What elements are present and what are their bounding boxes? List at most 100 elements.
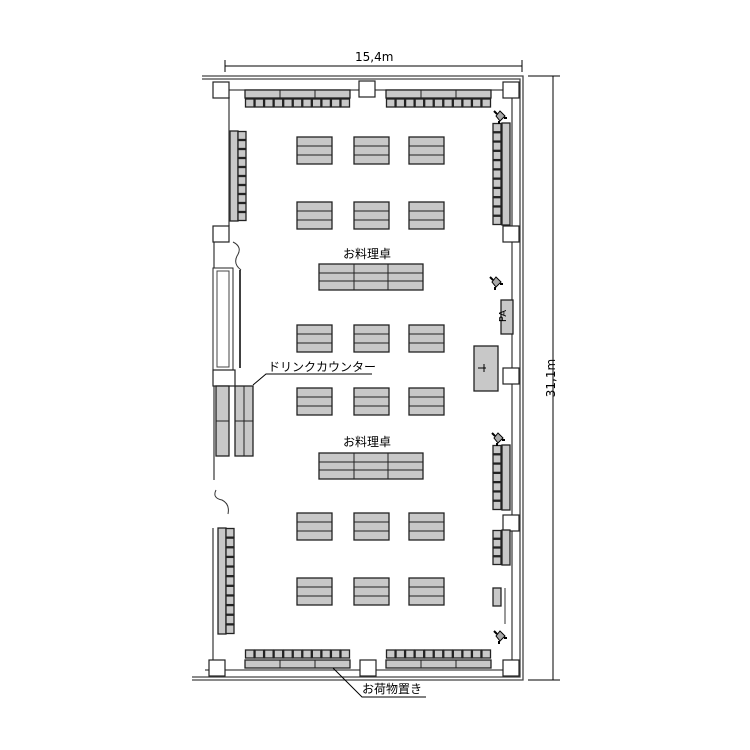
drink-counter-label: ドリンクカウンター: [268, 360, 377, 374]
chair: [492, 215, 502, 226]
chair: [443, 98, 453, 108]
chair: [263, 649, 274, 659]
chair: [330, 98, 341, 108]
chair: [404, 98, 415, 108]
guest-table: [353, 512, 390, 541]
chair: [492, 556, 502, 566]
chair: [492, 547, 502, 557]
chair: [492, 454, 502, 464]
chair: [492, 538, 502, 548]
chair: [225, 547, 235, 558]
drink-counter-leader: [252, 373, 372, 386]
guest-table: [408, 512, 445, 541]
chair: [311, 98, 322, 108]
pa-box: [500, 299, 514, 335]
chair: [225, 624, 235, 635]
width-dimension-line: [224, 60, 523, 72]
food-table-2-label: お料理卓: [343, 435, 392, 449]
chair: [225, 556, 235, 567]
columns: [208, 80, 520, 677]
luggage-label: お荷物置き: [362, 682, 423, 696]
chair: [237, 148, 247, 159]
guest-table: [296, 136, 333, 165]
bench: [492, 444, 511, 511]
chair: [283, 649, 293, 659]
chair: [273, 98, 284, 108]
chair: [237, 157, 247, 168]
guest-table: [408, 387, 445, 416]
chair: [321, 98, 332, 108]
guest-table: [296, 512, 333, 541]
chair: [237, 139, 247, 150]
chair: [492, 187, 502, 198]
chair: [492, 491, 502, 501]
chair: [237, 193, 247, 204]
chair: [414, 649, 425, 659]
column: [212, 225, 230, 243]
chair: [273, 649, 284, 659]
chair: [492, 463, 502, 474]
column: [502, 659, 520, 677]
chair: [404, 649, 415, 659]
column: [358, 80, 376, 98]
chair: [462, 649, 473, 659]
chair: [283, 98, 293, 108]
chair: [254, 98, 265, 108]
chair: [492, 132, 502, 142]
chair: [302, 649, 312, 659]
guest-table: [296, 201, 333, 230]
guest-table: [353, 324, 390, 353]
width-dimension-label: 15,4m: [355, 50, 394, 64]
chair: [492, 150, 502, 161]
chair: [492, 141, 502, 151]
chair: [237, 211, 247, 222]
podium: [473, 345, 499, 392]
chair: [244, 98, 255, 108]
side-table: [492, 587, 502, 607]
bench: [492, 122, 511, 226]
chair: [395, 98, 406, 108]
column: [208, 659, 226, 677]
guest-table: [408, 577, 445, 606]
chair: [225, 604, 235, 615]
chair: [244, 649, 255, 659]
chair: [471, 649, 482, 659]
benches: [217, 89, 511, 669]
chair: [311, 649, 322, 659]
bench: [229, 130, 247, 222]
chair: [395, 649, 406, 659]
chair: [492, 122, 502, 133]
bench: [244, 649, 351, 669]
chair: [340, 98, 351, 108]
chair: [492, 500, 502, 511]
chair: [492, 169, 502, 179]
chair: [492, 481, 502, 492]
chair: [321, 649, 332, 659]
speakers: [489, 110, 507, 644]
chair: [481, 98, 492, 108]
chair: [414, 98, 425, 108]
column: [502, 81, 520, 99]
chair: [237, 130, 247, 141]
guest-table: [408, 136, 445, 165]
chair: [225, 566, 235, 577]
chair: [225, 537, 235, 548]
chair: [237, 202, 247, 213]
column: [502, 225, 520, 243]
chair: [462, 98, 473, 108]
bench: [492, 529, 511, 566]
height-dimension-label: 31,1m: [544, 358, 559, 398]
food-table-1: [318, 263, 424, 291]
chair: [492, 159, 502, 170]
chair: [292, 649, 303, 659]
guest-table: [353, 136, 390, 165]
chair: [225, 576, 235, 586]
speaker-icon: [491, 432, 505, 446]
chair: [452, 649, 463, 659]
speaker-icon: [489, 276, 503, 290]
chair: [237, 184, 247, 195]
chair: [225, 614, 235, 625]
column: [359, 659, 377, 677]
chair: [424, 98, 434, 108]
guest-tables: [296, 136, 445, 606]
